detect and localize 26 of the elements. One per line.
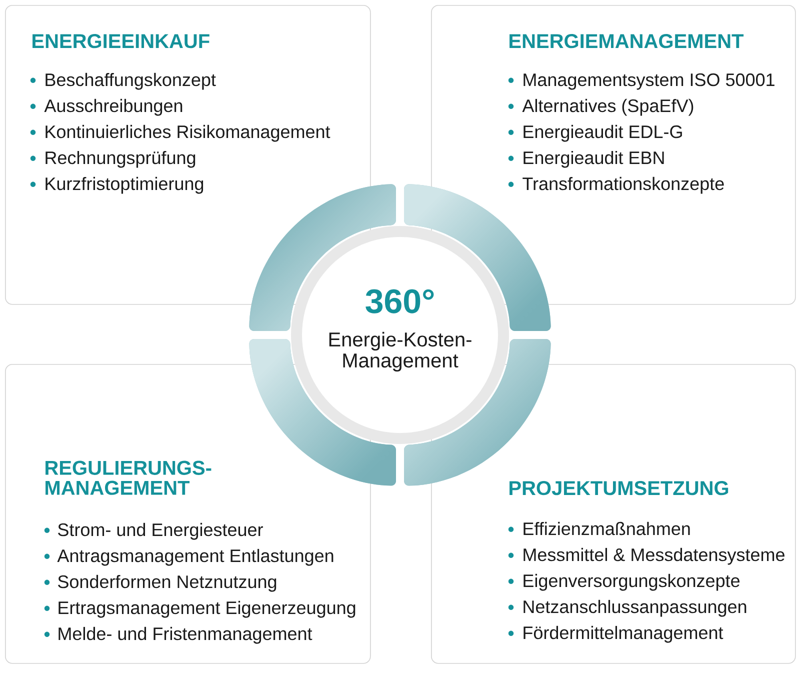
- list-item: Transformationskonzepte: [522, 176, 724, 194]
- center-label: Energie-Kosten- Management: [329, 332, 472, 372]
- center-title: 360°: [366, 289, 434, 314]
- list-item: Melde- und Fristenmanagement: [58, 626, 312, 644]
- list-item: Antragsmanagement Entlastungen: [57, 548, 334, 566]
- card-heading: REGULIERUNGS- MANAGEMENT: [46, 460, 212, 495]
- list-item: Managementsystem ISO 50001: [524, 73, 774, 90]
- card-heading: ENERGIEMANAGEMENT: [510, 34, 744, 48]
- list-item: Effizienzmaßnahmen: [524, 522, 690, 536]
- list-item: Fördermittelmanagement: [524, 626, 724, 643]
- card-heading: ENERGIEEINKAUF: [32, 34, 210, 48]
- list-item: Eigenversorgungskonzepte: [524, 574, 740, 591]
- list-item: Kurzfristoptimierung: [46, 176, 204, 194]
- list-item: Sonderformen Netznutzung: [58, 574, 276, 592]
- list-item: Ausschreibungen: [44, 98, 182, 116]
- list-item: Netzanschlussanpassungen: [524, 600, 746, 617]
- list-item: Kontinuierliches Risikomanagement: [46, 124, 330, 142]
- list-item: Beschaffungskonzept: [46, 72, 216, 90]
- list-item: Alternatives (SpaEfV): [522, 98, 694, 116]
- card-heading: PROJEKTUMSETZUNG: [510, 481, 728, 496]
- list-item: Energieaudit EBN: [524, 150, 664, 168]
- list-item: Strom- und Energiesteuer: [58, 522, 263, 540]
- list-item: Energieaudit EDL-G: [524, 124, 682, 142]
- list-item: Ertragsmanagement Eigenerzeugung: [58, 600, 356, 618]
- list-item: Messmittel & Messdatensysteme: [524, 548, 784, 565]
- list-item: Rechnungsprüfung: [46, 150, 196, 168]
